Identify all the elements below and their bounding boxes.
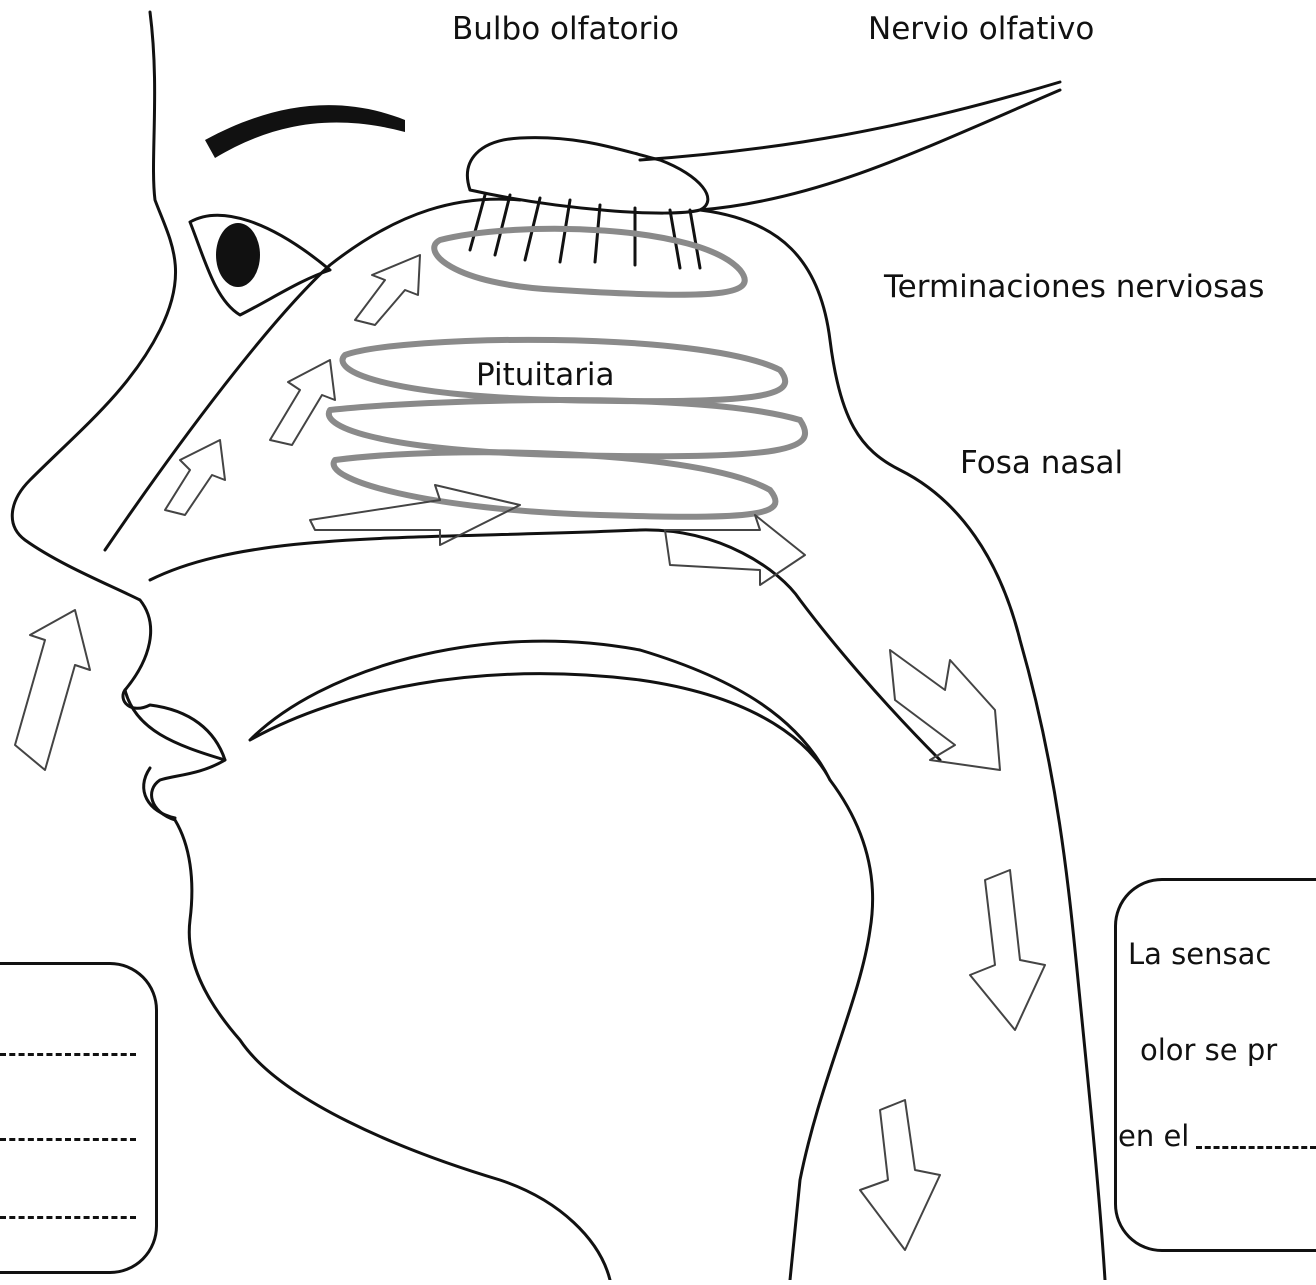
- turbinate-lower: [329, 400, 805, 456]
- nasal-floor: [150, 530, 940, 760]
- nose-bridge: [105, 199, 520, 550]
- upper-lip: [125, 690, 225, 760]
- throat-line: [790, 780, 873, 1280]
- note-line-1: La sensac: [1128, 940, 1271, 969]
- pupil: [216, 223, 260, 287]
- hard-palate: [250, 641, 830, 780]
- olfactory-bulb-outline: [467, 138, 707, 213]
- label-olfactory-nerve: Nervio olfativo: [868, 14, 1094, 45]
- label-nasal-cavity: Fosa nasal: [960, 448, 1123, 479]
- answer-line-3[interactable]: [0, 1216, 136, 1219]
- answer-line-1[interactable]: [0, 1053, 136, 1056]
- answer-line-2[interactable]: [0, 1138, 136, 1141]
- eye-outline: [190, 215, 330, 315]
- airflow-arrow-5: [970, 870, 1045, 1030]
- olfactory-nerve-line: [640, 82, 1060, 160]
- airflow-arrow-9: [355, 255, 420, 325]
- lower-lip: [144, 768, 175, 818]
- airflow-arrow-4: [890, 650, 1000, 770]
- airflow-arrow-1: [15, 610, 90, 770]
- label-pituitary: Pituitaria: [476, 360, 615, 391]
- eyebrow: [205, 105, 405, 158]
- nasal-back-wall: [700, 210, 1105, 1280]
- note-line-2: olor se pr: [1140, 1036, 1277, 1065]
- label-nerve-endings: Terminaciones nerviosas: [884, 272, 1264, 303]
- airflow-arrow-8: [270, 360, 335, 445]
- note-answer-line[interactable]: [1196, 1146, 1316, 1149]
- airflow-arrow-6: [860, 1100, 940, 1250]
- note-line-3-prefix: en el: [1118, 1122, 1189, 1151]
- answer-box-left: [0, 962, 158, 1274]
- label-olfactory-bulb: Bulbo olfatorio: [452, 14, 679, 45]
